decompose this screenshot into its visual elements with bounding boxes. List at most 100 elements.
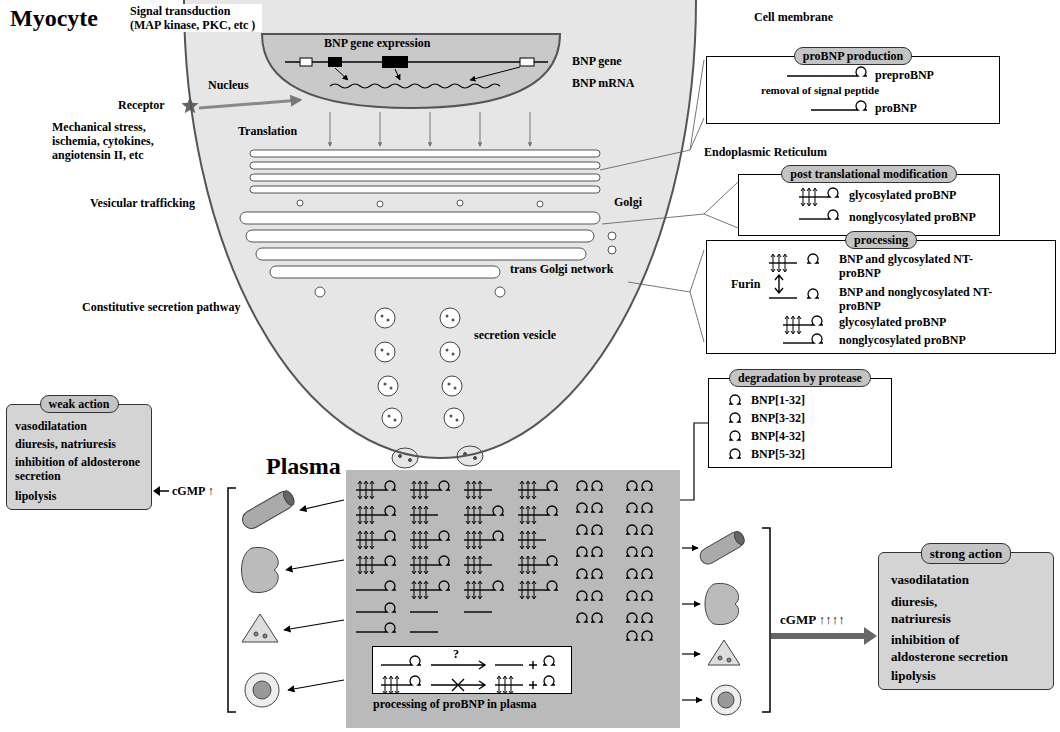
node-text: BNP[5-32]: [751, 447, 805, 461]
organ-arrows: [682, 603, 700, 604]
vesicle-content: [450, 415, 453, 418]
molecule-glyph: [811, 109, 855, 110]
label: Golgi: [612, 195, 644, 209]
organ-icons: [718, 692, 734, 708]
process-box: post translational modificationglycosyla…: [738, 174, 1000, 236]
plasma-molecules: [626, 569, 653, 578]
translation-arrows: [330, 112, 530, 146]
organ-icons: [708, 640, 740, 665]
secretion-vesicles: [375, 342, 395, 362]
organ-icons: [253, 681, 271, 699]
plasma-molecules: [464, 556, 492, 574]
plasma-molecules: [626, 613, 653, 622]
bracket-connector: [680, 423, 708, 500]
molecule-glyph: [729, 449, 741, 458]
label: Constitutive secretion pathway: [80, 300, 242, 314]
glyph-layer: [373, 647, 573, 695]
label: cGMP ↑↑↑↑: [778, 612, 847, 628]
molecule-glyph: [729, 413, 741, 422]
endoplasmic-reticulum: [250, 186, 600, 193]
node-text: inhibition of aldosterone secretion: [15, 455, 143, 483]
vesicle-content: [446, 315, 449, 318]
bnp-gene: [382, 56, 408, 68]
label: Cell membrane: [752, 10, 835, 24]
plasma-molecules: [626, 525, 653, 534]
organ-icons: [242, 614, 278, 642]
node-text: ?: [453, 647, 459, 661]
molecule-glyph: [452, 679, 464, 691]
bnp-gene: [285, 61, 548, 63]
vesicle-content: [456, 419, 459, 422]
molecule-glyph: [775, 275, 783, 293]
node-text: BNP[3-32]: [751, 411, 805, 425]
node-text: proBNP: [875, 101, 917, 115]
plasma-molecules: [518, 531, 546, 549]
endoplasmic-reticulum: [250, 174, 600, 181]
transport-vesicles: [297, 200, 543, 207]
cell-fill: [184, 0, 696, 458]
plasma-molecules: [626, 631, 653, 640]
molecule-glyph: [855, 101, 867, 110]
golgi: [240, 212, 600, 224]
plasma-molecules: [464, 481, 492, 499]
molecule-glyph: [799, 210, 839, 219]
node-text: lipolysis: [891, 667, 936, 684]
label: Receptor: [116, 98, 167, 112]
vesicle-content: [454, 387, 457, 390]
exocytosis: [399, 455, 402, 458]
brackets: [602, 182, 738, 228]
molecule-glyph: [783, 334, 823, 343]
action-box: strong actionvasodilatationdiuresis, nat…: [878, 552, 1054, 690]
node-text: inhibition of aldosterone secretion: [891, 631, 1016, 665]
molecule-glyph: [543, 676, 555, 685]
plasma-fill: [346, 470, 680, 728]
golgi: [240, 212, 616, 297]
secretion-vesicles: [444, 408, 464, 428]
translation-arrows: [379, 112, 380, 146]
plasma-molecules: [576, 481, 603, 490]
bnp-gene: [285, 56, 548, 68]
bnp-gene: [520, 58, 534, 66]
secretion-vesicles: [442, 376, 462, 396]
box-heading: processing: [845, 231, 917, 249]
transcription-arrows: [395, 69, 400, 80]
plasma-molecules: [576, 525, 603, 534]
transport-vesicles: [537, 201, 543, 207]
transcription-arrows: [335, 67, 520, 80]
plasma-molecules: [464, 506, 504, 524]
vesicle-content: [390, 387, 393, 390]
shape-outline: [0, 0, 712, 462]
label: Vesicular trafficking: [88, 196, 197, 210]
node-text: processing of proBNP in plasma: [373, 697, 537, 711]
molecule-glyph: [495, 676, 523, 694]
molecule-glyph: [381, 676, 421, 694]
organ-arrows: [288, 680, 344, 690]
node-text: diuresis, natriuresis: [15, 437, 116, 451]
organ-arrows: [300, 500, 344, 510]
organ-icons: [727, 658, 731, 662]
organ-icons: [697, 529, 747, 567]
molecule-glyph: [729, 395, 741, 404]
process-box: proBNP productionpreproBNPremoval of sig…: [706, 56, 1000, 124]
molecule-glyph: [783, 316, 823, 334]
node-text: BNP and nonglycosylated NT-proBNP: [839, 285, 1004, 313]
organ-arrows: [284, 620, 344, 630]
translation-arrows: [329, 112, 330, 146]
label: cGMP ↑: [170, 484, 216, 498]
outline-path: [184, 0, 696, 458]
molecule-glyph: [807, 289, 819, 298]
golgi: [256, 248, 586, 260]
action-box: weak actionvasodilatationdiuresis, natri…: [6, 404, 152, 510]
label: Signal transduction (MAP kinase, PKC, et…: [128, 4, 262, 32]
plasma-molecules: [356, 603, 396, 612]
plasma-molecules: [518, 581, 558, 599]
plasma-region: Plasma?processing of proBNP in plasma: [346, 470, 680, 728]
molecule-glyph: [431, 661, 485, 669]
organ-icons: [239, 488, 747, 715]
node-text: BNP[4-32]: [751, 429, 805, 443]
organ-arrows: [682, 547, 698, 548]
organ-brackets: [762, 528, 770, 712]
plasma-molecules: [356, 531, 396, 549]
vesicle-content: [384, 383, 387, 386]
